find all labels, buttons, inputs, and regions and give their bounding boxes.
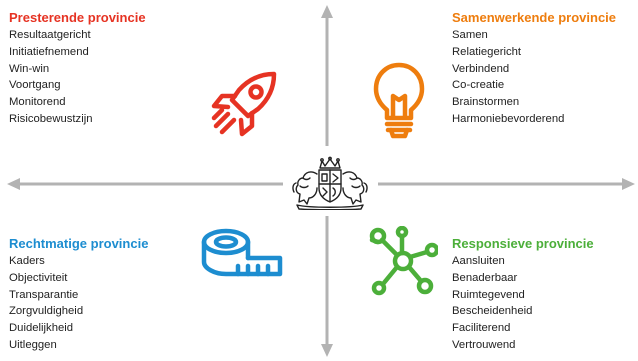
trait-item: Ruimtegevend bbox=[452, 288, 525, 301]
trait-item: Monitorend bbox=[9, 96, 66, 109]
trait-list-rechtmatige: Kaders Objectiviteit Transparantie Zorgv… bbox=[9, 253, 148, 354]
trait-item: Risicobewustzijn bbox=[9, 112, 93, 125]
trait-list-presterende: Resultaatgericht Initiatiefnemend Win-wi… bbox=[9, 27, 146, 128]
trait-item: Benaderbaar bbox=[452, 271, 518, 284]
trait-item: Resultaatgericht bbox=[9, 29, 91, 41]
quadrant-samenwerkende: Samenwerkende provincie Samen Relatieger… bbox=[452, 9, 616, 128]
rocket-icon bbox=[211, 71, 277, 137]
quadrant-title-samenwerkende: Samenwerkende provincie bbox=[452, 10, 617, 25]
measuring-tape-icon bbox=[201, 228, 283, 277]
trait-item: Duidelijkheid bbox=[9, 322, 74, 335]
quadrant-responsieve: Responsieve provincie Aansluiten Benader… bbox=[452, 235, 594, 354]
trait-item: Harmoniebevorderend bbox=[452, 112, 565, 125]
trait-item: Faciliterend bbox=[452, 322, 511, 335]
trait-item: Vertrouwend bbox=[452, 338, 516, 351]
trait-item: Bescheidenheid bbox=[452, 305, 533, 318]
coat-of-arms-icon bbox=[292, 156, 368, 210]
quadrant-rechtmatige: Rechtmatige provincie Kaders Objectivite… bbox=[9, 235, 148, 354]
trait-item: Objectiviteit bbox=[9, 271, 68, 284]
quadrant-title-responsieve: Responsieve provincie bbox=[452, 236, 594, 251]
quadrant-presterende: Presterende provincie Resultaatgericht I… bbox=[9, 9, 146, 128]
trait-item: Voortgang bbox=[9, 79, 61, 92]
trait-item: Win-win bbox=[9, 62, 50, 75]
trait-item: Verbindend bbox=[452, 62, 510, 75]
trait-list-samenwerkende: Samen Relatiegericht Verbindend Co-creat… bbox=[452, 27, 616, 128]
trait-item: Samen bbox=[452, 29, 488, 41]
arrowhead-right bbox=[622, 178, 635, 190]
trait-item: Aansluiten bbox=[452, 255, 505, 267]
arrowhead-down bbox=[321, 344, 333, 357]
network-icon bbox=[369, 226, 438, 296]
trait-item: Co-creatie bbox=[452, 79, 505, 92]
quadrant-title-rechtmatige: Rechtmatige provincie bbox=[9, 236, 149, 251]
arrowhead-up bbox=[321, 5, 333, 18]
trait-list-responsieve: Aansluiten Benaderbaar Ruimtegevend Besc… bbox=[452, 253, 594, 354]
trait-item: Uitleggen bbox=[9, 338, 57, 351]
trait-item: Kaders bbox=[9, 255, 45, 267]
trait-item: Initiatiefnemend bbox=[9, 45, 89, 58]
lightbulb-icon bbox=[373, 62, 425, 139]
quadrant-title-presterende: Presterende provincie bbox=[9, 10, 146, 25]
trait-item: Relatiegericht bbox=[452, 45, 522, 58]
trait-item: Zorgvuldigheid bbox=[9, 305, 84, 318]
trait-item: Brainstormen bbox=[452, 96, 520, 109]
arrowhead-left bbox=[7, 178, 20, 190]
trait-item: Transparantie bbox=[9, 288, 79, 301]
